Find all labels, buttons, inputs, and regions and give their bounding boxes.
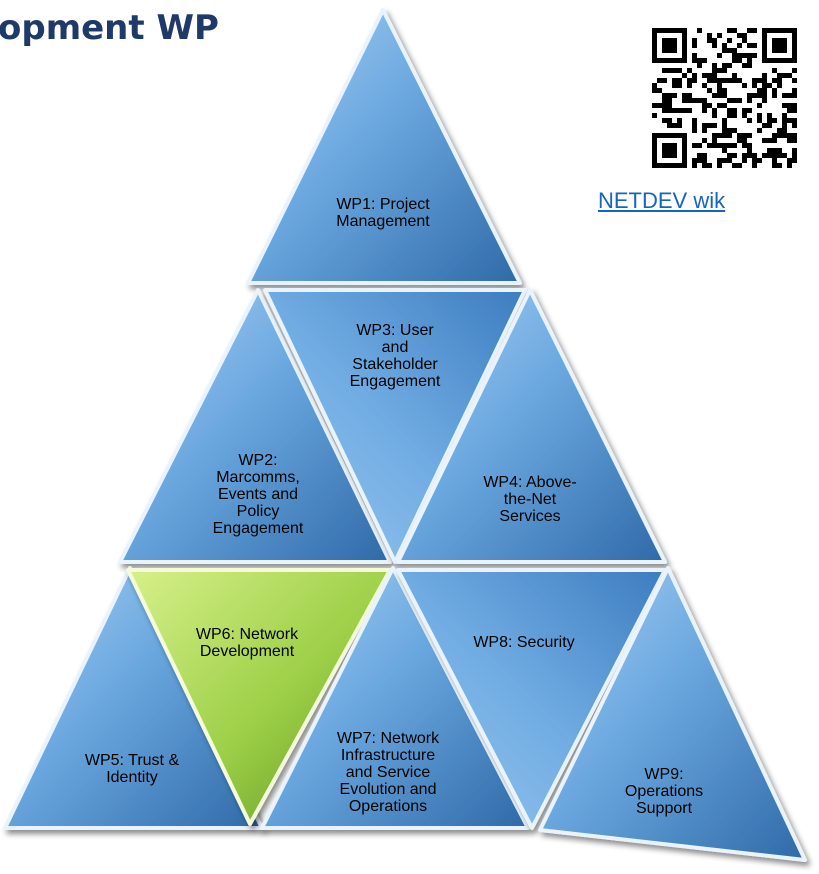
wp3-label-line: Engagement bbox=[349, 373, 441, 390]
wp4-label-line: WP4: Above- bbox=[483, 474, 577, 491]
wp5-label-line: Identity bbox=[106, 769, 158, 786]
wp1-label-line: Management bbox=[336, 213, 430, 230]
wp5-label: WP5: Trust &Identity bbox=[85, 752, 179, 786]
wp9-label-line: WP9: bbox=[644, 766, 684, 783]
wp4-tile bbox=[396, 288, 667, 564]
wp3-label-line: Stakeholder bbox=[352, 356, 438, 373]
wp3-label-line: WP3: User bbox=[356, 322, 434, 339]
wp8-tile bbox=[396, 568, 667, 830]
wp6-label-line: Development bbox=[199, 643, 295, 660]
wp2-label-line: Policy bbox=[236, 503, 280, 520]
wp7-label-line: WP7: Network bbox=[336, 730, 440, 747]
wp5-label-line: WP5: Trust & bbox=[84, 752, 180, 769]
netdev-wiki-link[interactable]: NETDEV wik bbox=[598, 188, 726, 213]
wp4-label-line: the-Net bbox=[503, 491, 557, 508]
wp7-label-line: and Service bbox=[345, 764, 431, 781]
wp7-label-line: Operations bbox=[348, 798, 428, 815]
wp3-tile bbox=[263, 288, 527, 564]
wp2-label-line: WP2: bbox=[238, 452, 278, 469]
wp8-label: WP8: Security bbox=[473, 634, 574, 651]
wp9-label-line: Operations bbox=[624, 783, 704, 800]
wp9-label-line: Support bbox=[635, 800, 693, 817]
wp7-label-line: Evolution and bbox=[339, 781, 437, 798]
wp6-label-line: WP6: Network bbox=[195, 626, 299, 643]
wp9-tile bbox=[538, 566, 807, 862]
wp2-label-line: Engagement bbox=[212, 520, 304, 537]
wp6-tile bbox=[126, 568, 392, 826]
wp4-label-line: Services bbox=[499, 508, 561, 525]
wp7-tile bbox=[260, 566, 530, 830]
wp3-label-line: and bbox=[381, 339, 409, 356]
wp1-label-line: WP1: Project bbox=[336, 196, 430, 213]
wp2-tile bbox=[118, 288, 392, 564]
wp8-label-line: WP8: Security bbox=[473, 634, 575, 651]
qr-code-icon bbox=[652, 28, 797, 168]
wp7-label-line: Infrastructure bbox=[340, 747, 436, 764]
wp2-label-line: Marcomms, bbox=[216, 469, 300, 486]
wp2-label-line: Events and bbox=[217, 486, 299, 503]
page-title: opment WP bbox=[0, 8, 219, 48]
wp1-tile bbox=[246, 8, 522, 285]
